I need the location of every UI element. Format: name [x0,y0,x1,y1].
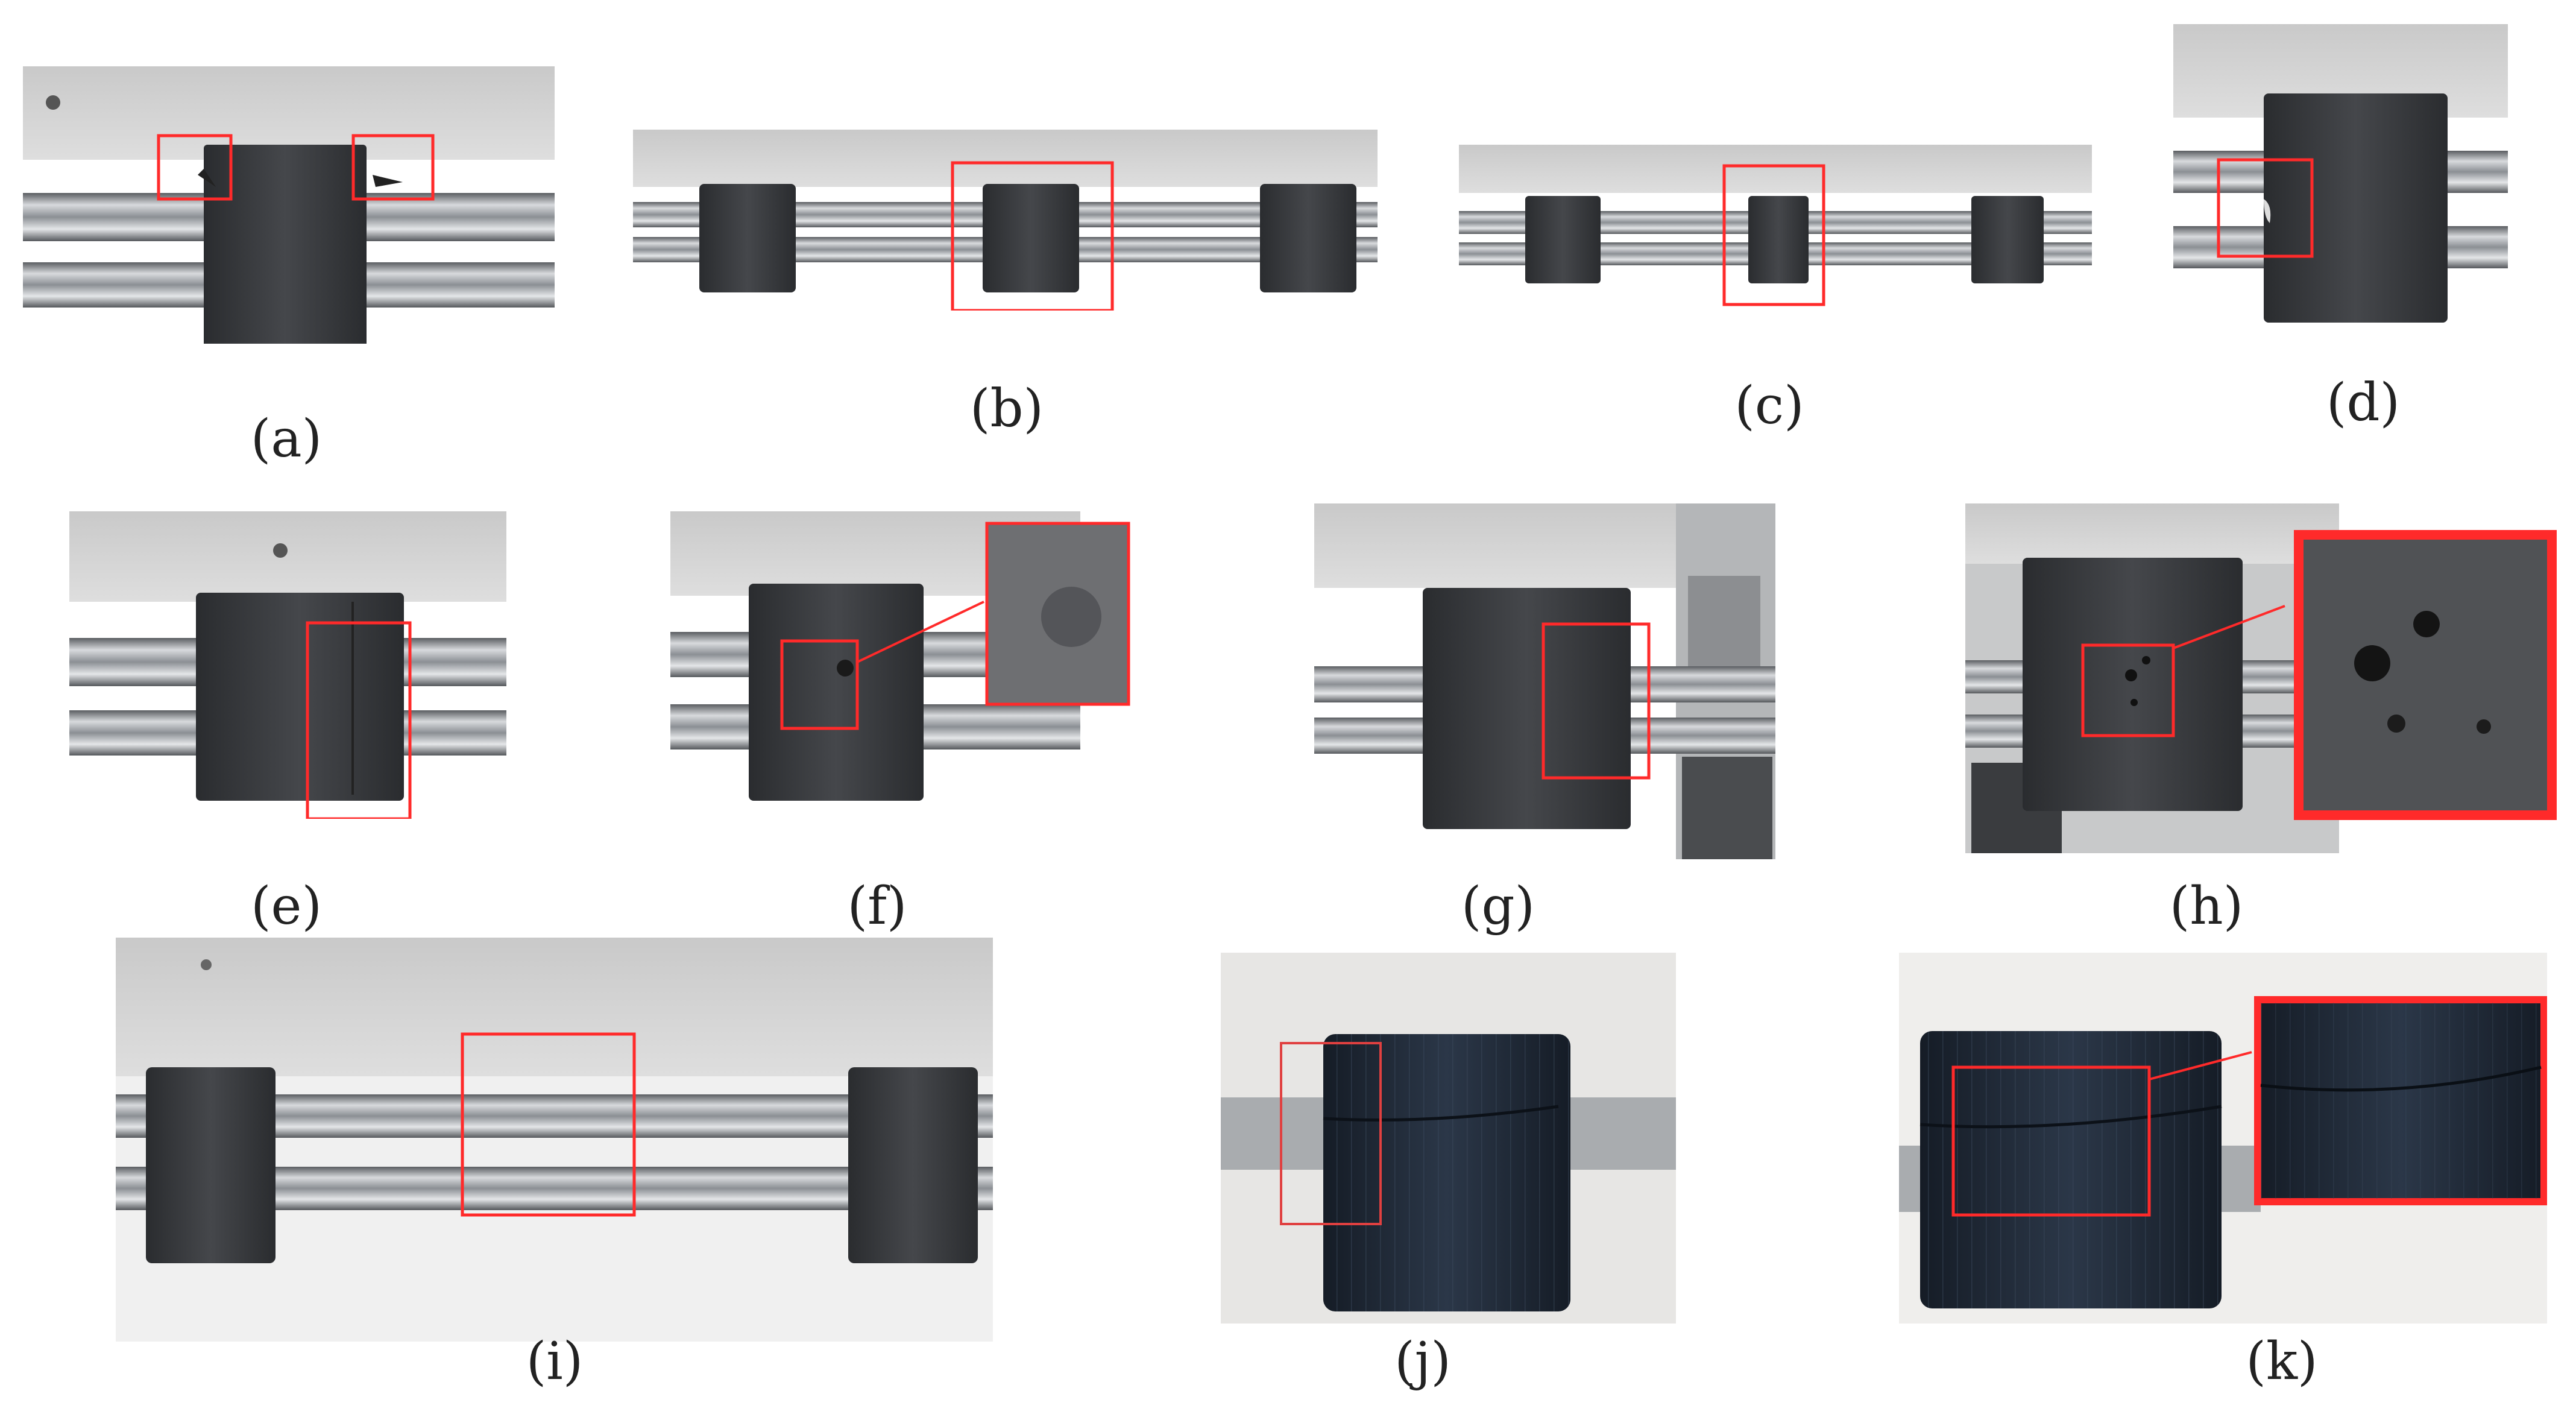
caption-a: (a) [250,409,323,469]
panel-h-image [1965,503,2559,853]
panel-f-image [670,511,1132,801]
caption-b: (b) [969,379,1044,439]
caption-h: (h) [2169,876,2244,936]
panel-k-image [1899,953,2547,1324]
caption-g: (g) [1461,876,1535,936]
panel-j-image [1221,953,1676,1324]
caption-j: (j) [1394,1331,1451,1392]
caption-f: (f) [847,876,907,936]
panel-d-image [2173,24,2508,323]
panel-b-image [633,130,1378,311]
panel-e-image [69,511,506,819]
caption-i: (i) [526,1331,584,1392]
panel-c-image [1459,145,2092,308]
panel-g-image [1314,503,1775,859]
caption-e: (e) [251,876,322,936]
panel-a-image [23,66,555,344]
caption-k: (k) [2246,1331,2318,1392]
caption-c: (c) [1734,376,1804,436]
panel-i-image [116,938,993,1342]
caption-d: (d) [2326,373,2401,433]
